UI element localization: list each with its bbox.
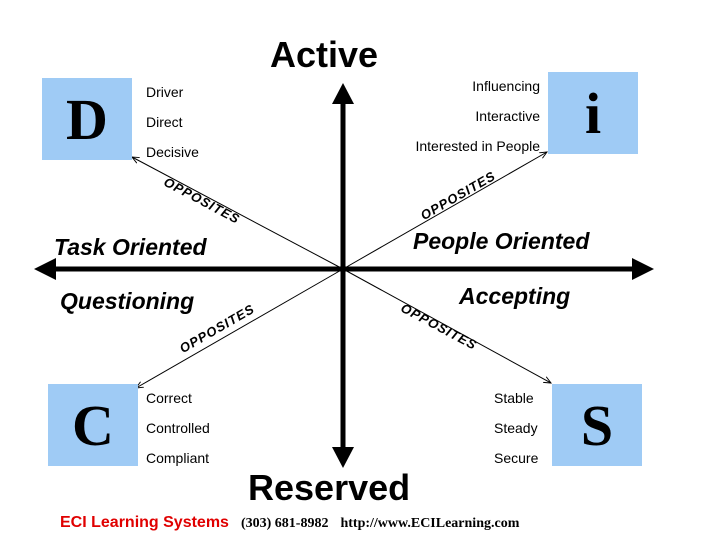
trait-item: Correct <box>146 390 192 406</box>
label-accepting: Accepting <box>459 283 571 309</box>
trait-item: Controlled <box>146 420 210 436</box>
label-questioning: Questioning <box>60 288 195 314</box>
arrow-down-icon <box>332 447 354 468</box>
title-active: Active <box>270 34 379 75</box>
label-people-oriented: People Oriented <box>413 228 590 254</box>
quadrant-letter-s: S <box>580 392 614 458</box>
trait-item: Influencing <box>472 78 540 94</box>
diagonal-to-c <box>136 268 344 388</box>
website-link[interactable]: http://www.ECILearning.com <box>340 516 520 531</box>
quadrant-letter-d: D <box>66 86 108 152</box>
trait-list-d: Driver Direct Decisive <box>146 77 199 167</box>
trait-item: Driver <box>146 84 184 100</box>
diagonal-to-s <box>342 268 551 383</box>
trait-item: Decisive <box>146 144 199 160</box>
quadrant-box-c: C <box>48 384 138 466</box>
arrow-left-icon <box>34 258 56 280</box>
trait-item: Interested in People <box>415 138 540 154</box>
quadrant-box-i: i <box>548 72 638 154</box>
diagonal-to-i <box>342 152 547 270</box>
trait-list-c: Correct Controlled Compliant <box>146 383 210 473</box>
trait-item: Interactive <box>475 108 540 124</box>
trait-item: Compliant <box>146 450 210 466</box>
arrow-up-icon <box>332 83 354 104</box>
trait-item: Secure <box>494 450 539 466</box>
footer: ECI Learning Systems (303) 681-8982 http:/… <box>60 514 519 532</box>
trait-item: Direct <box>146 114 183 130</box>
trait-item: Stable <box>494 390 534 406</box>
quadrant-box-s: S <box>552 384 642 466</box>
trait-item: Steady <box>494 420 538 436</box>
trait-list-s: Stable Steady Secure <box>494 383 538 473</box>
quadrant-letter-i: i <box>584 80 602 146</box>
title-reserved: Reserved <box>248 467 411 508</box>
phone-number: (303) 681-8982 <box>240 516 329 531</box>
quadrant-box-d: D <box>42 78 132 160</box>
trait-list-i: Influencing Interactive Interested in Pe… <box>415 71 540 161</box>
arrow-right-icon <box>632 258 654 280</box>
label-task-oriented: Task Oriented <box>54 234 207 260</box>
quadrant-letter-c: C <box>72 392 114 458</box>
company-name: ECI Learning Systems <box>60 514 229 531</box>
diagonal-to-d <box>132 157 344 270</box>
